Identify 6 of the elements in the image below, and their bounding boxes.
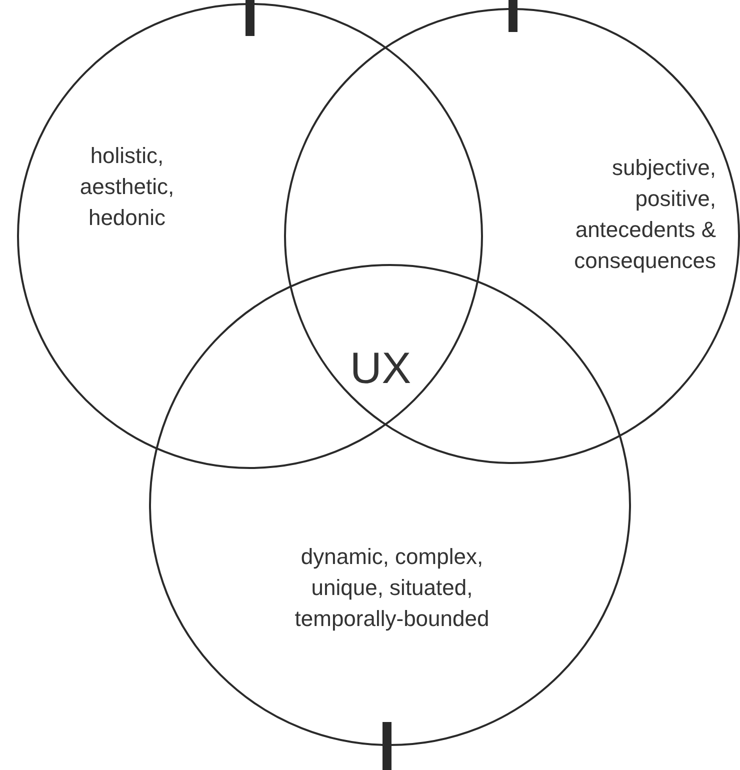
venn-circle (17, 3, 483, 469)
venn-circle (284, 8, 740, 464)
circle-label: dynamic, complex, unique, situated, temporally-bounded (294, 543, 490, 633)
center-label: UX (350, 344, 412, 394)
circle-label: subjective, positive, antecedents & consequences (573, 154, 716, 275)
circle-label: holistic, aesthetic, hedonic (78, 142, 176, 232)
